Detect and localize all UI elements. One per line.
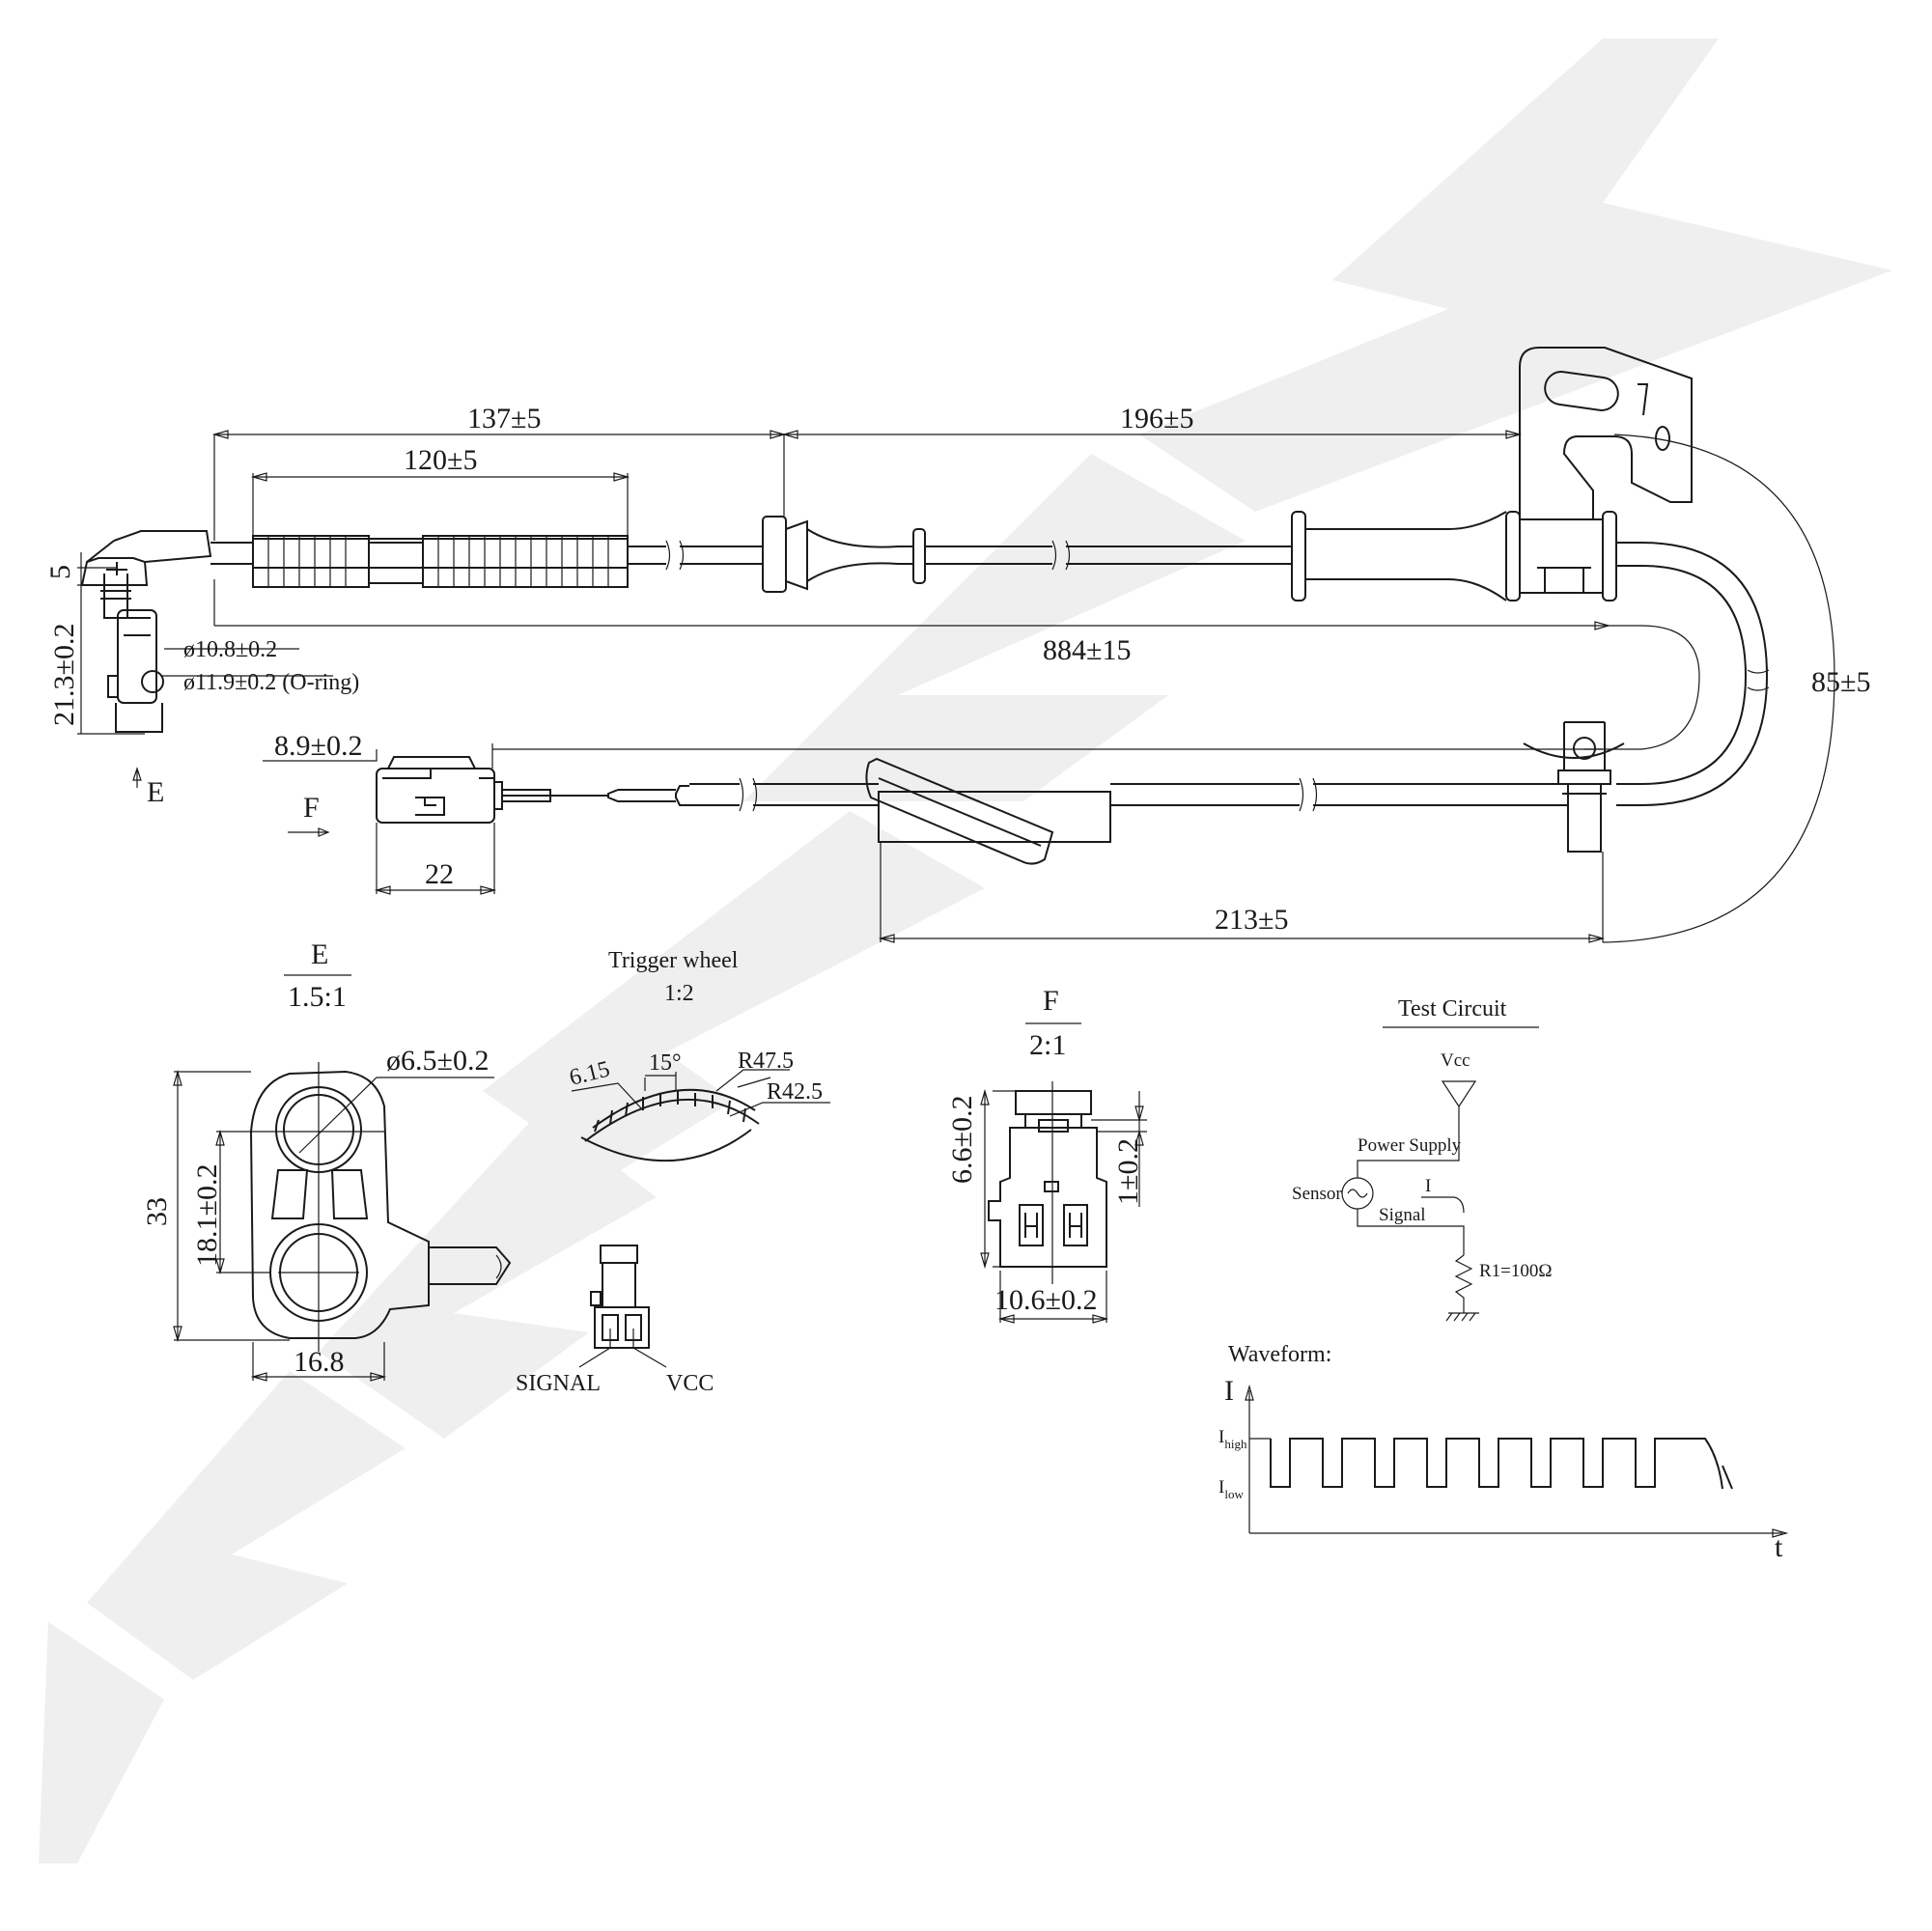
- dim-head-5: 5: [44, 565, 76, 579]
- dim-884: 884±15: [1043, 634, 1131, 666]
- waveform-high-label: Ihigh: [1218, 1427, 1247, 1451]
- grommet-2: [1291, 511, 1617, 602]
- detail-e-label: E: [311, 938, 328, 970]
- detail-e: E 1.5:1 ø6.5±0.2 33 18.1±0.2 16.8: [141, 938, 512, 1382]
- corrugated-sleeve: [252, 535, 629, 588]
- circuit-signal: Signal: [1379, 1205, 1426, 1225]
- waveform-high-main: I: [1218, 1427, 1224, 1447]
- detail-e-height: 33: [141, 1197, 173, 1226]
- waveform-plot: Waveform: I Ihigh Ilow t: [1218, 1342, 1789, 1563]
- circuit-power: Power Supply: [1358, 1135, 1462, 1156]
- detail-e-scale: 1.5:1: [288, 981, 347, 1013]
- trigger-wheel-detail: Trigger wheel 1:2 6.15 15° R47.5 R42.5: [567, 948, 830, 1162]
- dim-213: 213±5: [1215, 904, 1288, 936]
- detail-e-width: 16.8: [294, 1346, 345, 1378]
- dim-plug-offset: 8.9±0.2: [274, 730, 362, 762]
- test-circuit-title: Test Circuit: [1398, 996, 1507, 1021]
- waveform-low-sub: low: [1224, 1487, 1244, 1501]
- cable-clip: [1523, 721, 1625, 853]
- connector-pinout: SIGNAL VCC: [516, 1245, 714, 1396]
- dim-196: 196±5: [1120, 403, 1193, 434]
- mounting-bracket: [1519, 347, 1693, 593]
- view-marker-f: F: [303, 792, 320, 824]
- circuit-vcc: Vcc: [1441, 1050, 1470, 1071]
- dim-head-21: 21.3±0.2: [48, 624, 80, 726]
- test-circuit: Test Circuit Vcc Power Supply Sensor I S…: [1292, 996, 1553, 1322]
- waveform-x-axis: t: [1775, 1531, 1783, 1563]
- dim-dia-10: ø10.8±0.2: [183, 637, 277, 662]
- waveform-low-main: I: [1218, 1477, 1224, 1497]
- detail-e-hole: ø6.5±0.2: [386, 1045, 489, 1077]
- dim-85: 85±5: [1811, 666, 1870, 698]
- dimension-lines: [77, 430, 1835, 943]
- waveform-high-sub: high: [1224, 1437, 1247, 1451]
- detail-f-width: 10.6±0.2: [994, 1284, 1097, 1316]
- sensor-head: [80, 530, 212, 733]
- trigger-r-outer: R47.5: [738, 1049, 794, 1074]
- detail-f-height: 6.6±0.2: [946, 1096, 978, 1184]
- trigger-wheel-title: Trigger wheel: [608, 948, 739, 973]
- waveform-low-label: Ilow: [1218, 1477, 1244, 1501]
- dim-dia-11: ø11.9±0.2 (O-ring): [183, 670, 359, 695]
- waveform-y-axis: I: [1224, 1375, 1234, 1407]
- detail-f-label: F: [1043, 985, 1059, 1017]
- circuit-resistor: R1=100Ω: [1479, 1261, 1553, 1281]
- trigger-angle: 15°: [649, 1050, 682, 1076]
- circuit-current: I: [1425, 1176, 1431, 1196]
- detail-f-tab: 1±0.2: [1112, 1138, 1144, 1205]
- watermark-logo: [39, 39, 1892, 1863]
- pin-signal: SIGNAL: [516, 1371, 601, 1396]
- circuit-sensor: Sensor: [1292, 1184, 1342, 1204]
- connector-plug: [376, 756, 503, 824]
- dim-137: 137±5: [467, 403, 541, 434]
- sensor-cable-assembly: [80, 347, 1770, 865]
- dim-120: 120±5: [404, 444, 477, 476]
- grommet-1: [762, 516, 926, 593]
- trigger-wheel-scale: 1:2: [664, 981, 694, 1006]
- waveform-title: Waveform:: [1228, 1342, 1331, 1367]
- detail-f: F 2:1 6.6±0.2 1±0.2 10.6±0.2: [946, 985, 1147, 1324]
- detail-e-offset: 18.1±0.2: [191, 1164, 223, 1267]
- dim-plug-width: 22: [425, 858, 454, 890]
- detail-f-scale: 2:1: [1029, 1029, 1066, 1061]
- edge-clip: [865, 757, 1111, 865]
- pin-vcc: VCC: [666, 1371, 714, 1396]
- view-marker-e: E: [147, 776, 164, 808]
- trigger-r-inner: R42.5: [767, 1079, 823, 1105]
